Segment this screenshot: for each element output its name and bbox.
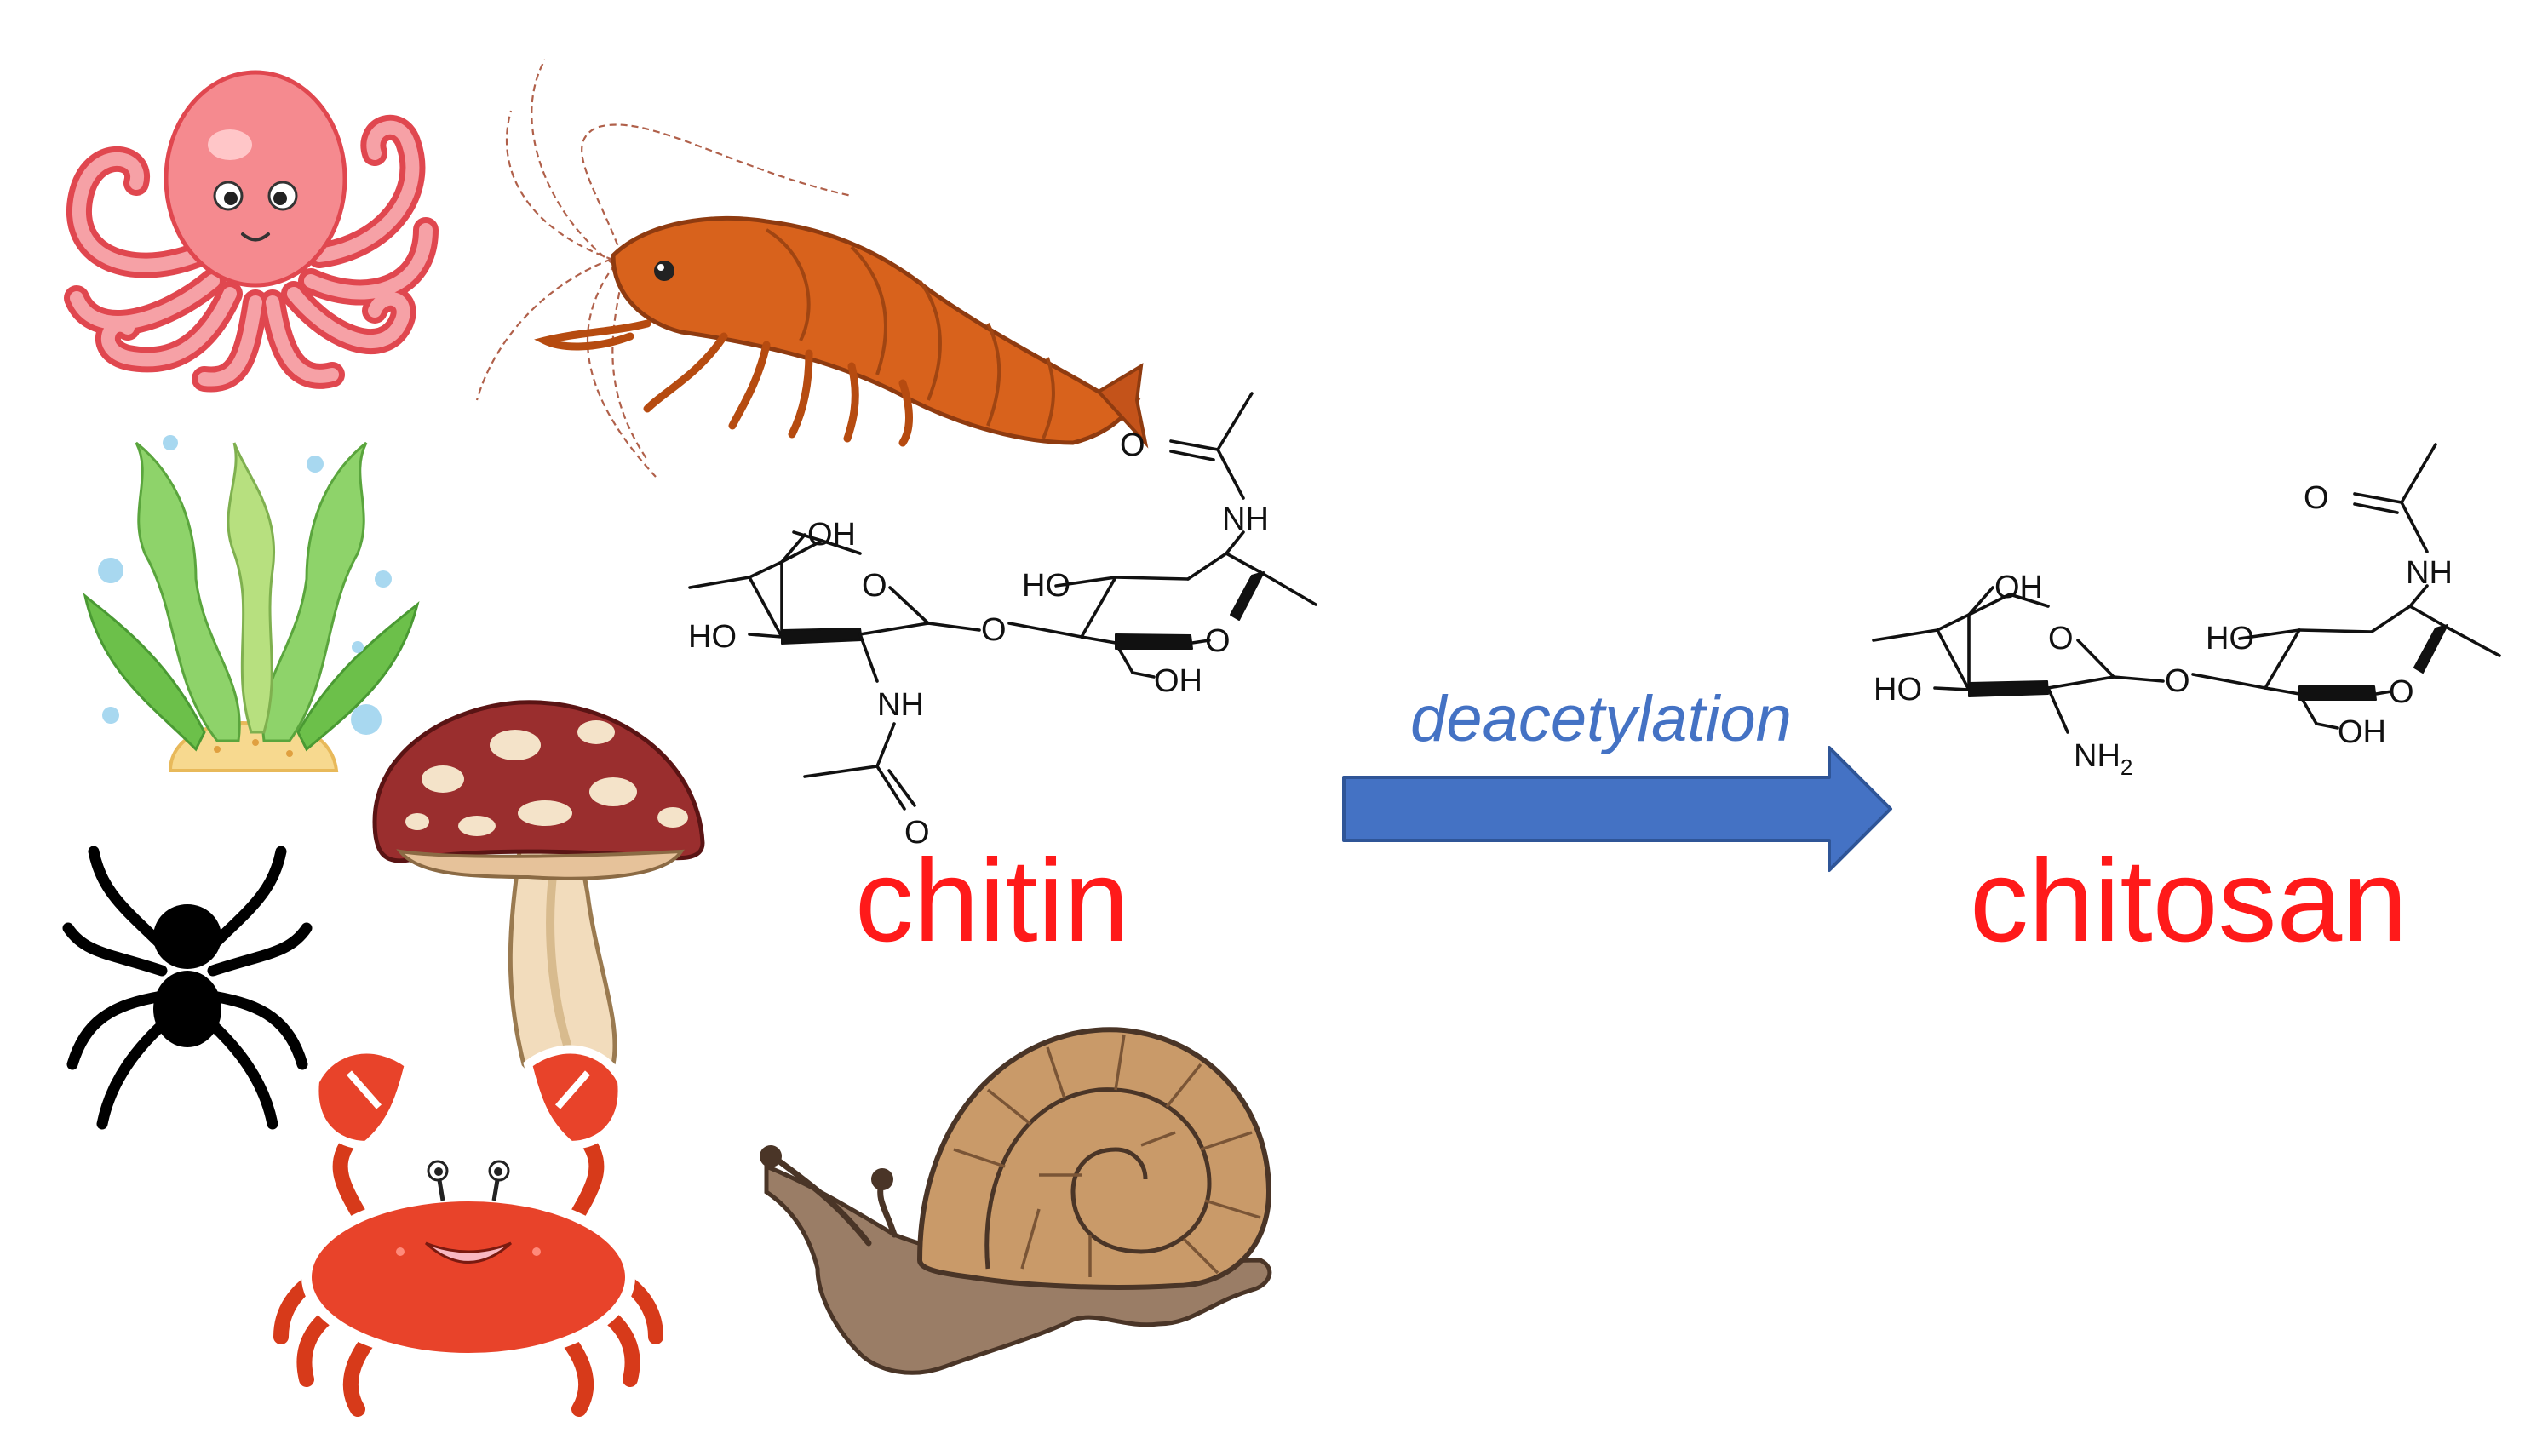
deacetylation-label: deacetylation — [1410, 683, 1792, 755]
chitosan-structure: OH O HO NH2 O HO O OH NH O — [1872, 443, 2501, 780]
chitin-nh-label: NH — [877, 687, 924, 723]
chitosan-ho-right-label: HO — [2206, 621, 2254, 656]
shrimp-icon — [475, 59, 1149, 478]
chitin-ring-o-right-label: O — [1205, 623, 1231, 659]
chitin-label: chitin — [855, 835, 1129, 966]
chitin-ring-o-left-label: O — [862, 568, 887, 604]
chitosan-oh-top-label: OH — [1994, 570, 2043, 605]
chitin-ho-left-label: HO — [688, 619, 737, 655]
seaweed-icon — [83, 435, 420, 772]
chitin-bridge-o-label: O — [981, 612, 1007, 648]
chitosan-oh-bottom-label: OH — [2338, 714, 2386, 750]
chitin-ho-right-label: HO — [1022, 568, 1070, 604]
chitin-structure: OH O HO NH O O HO O OH NH O — [688, 392, 1317, 851]
deacetylation-arrow: deacetylation — [1342, 683, 1892, 872]
chitosan-carbonyl-o-top-label: O — [2304, 480, 2329, 516]
crab-icon — [267, 1045, 670, 1424]
chitin-carbonyl-o-label: O — [904, 815, 930, 851]
chitosan-ring-o-right-label: O — [2389, 674, 2414, 710]
chitosan-nh2-label: NH2 — [2074, 738, 2132, 780]
snail-icon — [760, 1027, 1272, 1375]
octopus-icon — [64, 70, 439, 393]
chitin-oh-top-label: OH — [807, 517, 856, 553]
chitosan-label: chitosan — [1970, 835, 2407, 966]
chitosan-ring-o-left-label: O — [2048, 621, 2074, 656]
chitosan-nh-top-label: NH — [2406, 555, 2453, 591]
chitin-oh-bottom-label: OH — [1154, 663, 1202, 699]
chitin-carbonyl-o-top-label: O — [1120, 427, 1145, 463]
mushroom-icon — [372, 700, 705, 1086]
spider-icon — [62, 846, 313, 1130]
arrow-shape — [1342, 746, 1892, 872]
chitin-nh-top-label: NH — [1222, 502, 1269, 537]
chitosan-bridge-o-label: O — [2165, 663, 2190, 699]
chitosan-ho-left-label: HO — [1874, 672, 1922, 708]
